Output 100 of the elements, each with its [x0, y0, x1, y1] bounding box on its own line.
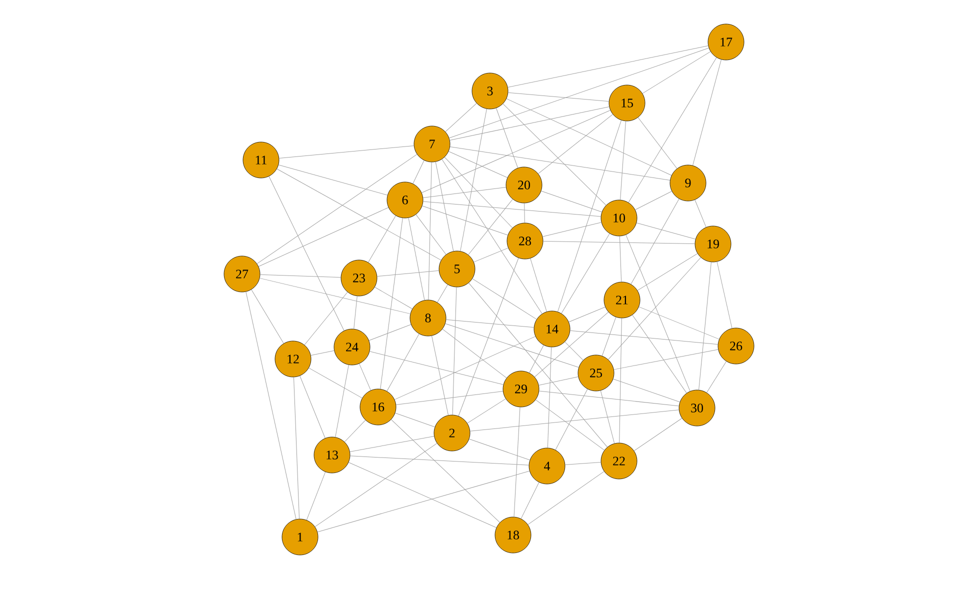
edge-line — [256, 154, 418, 264]
edge-line — [716, 262, 732, 328]
graph-node: 9 — [670, 164, 706, 202]
edge-line — [698, 262, 712, 390]
edge-line — [564, 342, 584, 360]
edge-line — [435, 162, 454, 252]
edge-line — [692, 59, 722, 166]
edge-line — [246, 292, 296, 520]
edge-line — [445, 103, 477, 132]
graph-node: 30 — [678, 390, 716, 426]
edge-line — [442, 328, 507, 378]
edge-line — [538, 376, 578, 386]
edge-line — [428, 162, 432, 300]
edge-line — [564, 462, 602, 465]
edge-line — [568, 306, 606, 322]
edge-line — [520, 482, 540, 519]
graph-node: 20 — [506, 166, 542, 204]
edge-line — [468, 198, 513, 256]
edge-line — [422, 187, 506, 198]
edge-line — [638, 306, 720, 340]
edge-line — [561, 233, 610, 314]
edge-line — [612, 378, 680, 402]
graph-node: 18 — [494, 516, 532, 554]
edge-line — [535, 400, 605, 450]
edge-line — [470, 410, 680, 432]
edge-line — [558, 120, 622, 312]
graph-node: 15 — [608, 84, 646, 122]
edge-line — [628, 57, 717, 203]
edge-line — [619, 318, 622, 444]
edge-line — [344, 420, 366, 442]
edge-line — [412, 160, 424, 184]
edge-line — [542, 241, 696, 244]
graph-node: 28 — [506, 222, 544, 260]
edge-line — [458, 258, 519, 416]
edge-line — [540, 190, 602, 212]
edge-line — [538, 114, 614, 174]
graph-node: 12 — [274, 340, 312, 378]
edge-line — [706, 361, 727, 393]
edge-line — [634, 418, 682, 452]
graph-node: 8 — [410, 300, 446, 336]
edge-line — [636, 222, 696, 240]
edge-line — [524, 202, 525, 224]
edge-line — [460, 108, 487, 252]
edge-line — [468, 438, 530, 460]
graph-node: 5 — [438, 250, 476, 288]
edge-line — [374, 286, 412, 310]
edge-line — [514, 406, 520, 518]
edge-line — [555, 388, 588, 450]
edge-line — [359, 363, 372, 391]
edge-line — [602, 316, 616, 356]
edge-line — [530, 258, 547, 312]
edge-line — [278, 145, 414, 159]
graph-node: 6 — [386, 182, 424, 218]
edge-line — [394, 412, 436, 428]
edge-line — [508, 45, 708, 88]
edge-line — [268, 176, 344, 331]
edge-line — [386, 334, 420, 392]
edge-line — [608, 257, 702, 360]
edge-line — [350, 456, 530, 466]
edge-line — [445, 323, 579, 368]
edge-line — [528, 471, 604, 525]
edge-line — [442, 159, 542, 314]
edge-line — [496, 108, 518, 168]
edge-line — [376, 270, 440, 277]
edge-line — [542, 222, 602, 237]
edge-line — [468, 282, 608, 448]
graph-node: 27 — [224, 256, 260, 292]
graph-node: 2 — [434, 414, 470, 452]
graph-node: 11 — [242, 142, 280, 178]
edge-line — [444, 156, 513, 228]
edge-line — [300, 376, 326, 438]
edge-line — [614, 349, 718, 370]
edge-line — [422, 206, 508, 236]
edge-line — [354, 296, 358, 330]
edge-line — [534, 312, 609, 378]
graph-node: 25 — [578, 354, 614, 392]
edge-line — [694, 200, 706, 228]
edge-line — [422, 201, 602, 217]
edge-line — [620, 120, 626, 200]
edge-line — [317, 470, 530, 532]
edge-line — [529, 344, 544, 374]
graph-node: 29 — [502, 370, 540, 408]
edge-line — [637, 253, 698, 291]
edge-line — [626, 234, 690, 392]
graph-node: 22 — [600, 442, 638, 480]
graph-node: 16 — [360, 388, 396, 426]
edge-line — [538, 390, 680, 406]
edge-line — [258, 207, 389, 267]
graph-node: 21 — [604, 282, 640, 318]
edge-line — [259, 278, 411, 314]
edge-line — [570, 330, 718, 345]
graph-node: 7 — [414, 126, 450, 162]
edge-line — [630, 198, 680, 284]
edge-line — [304, 292, 348, 346]
edge-line — [421, 110, 611, 193]
edge-line — [348, 462, 497, 528]
edge-line — [310, 350, 334, 356]
edge-line — [416, 214, 446, 255]
edge-line — [508, 92, 610, 102]
graph-node: 10 — [600, 200, 638, 236]
